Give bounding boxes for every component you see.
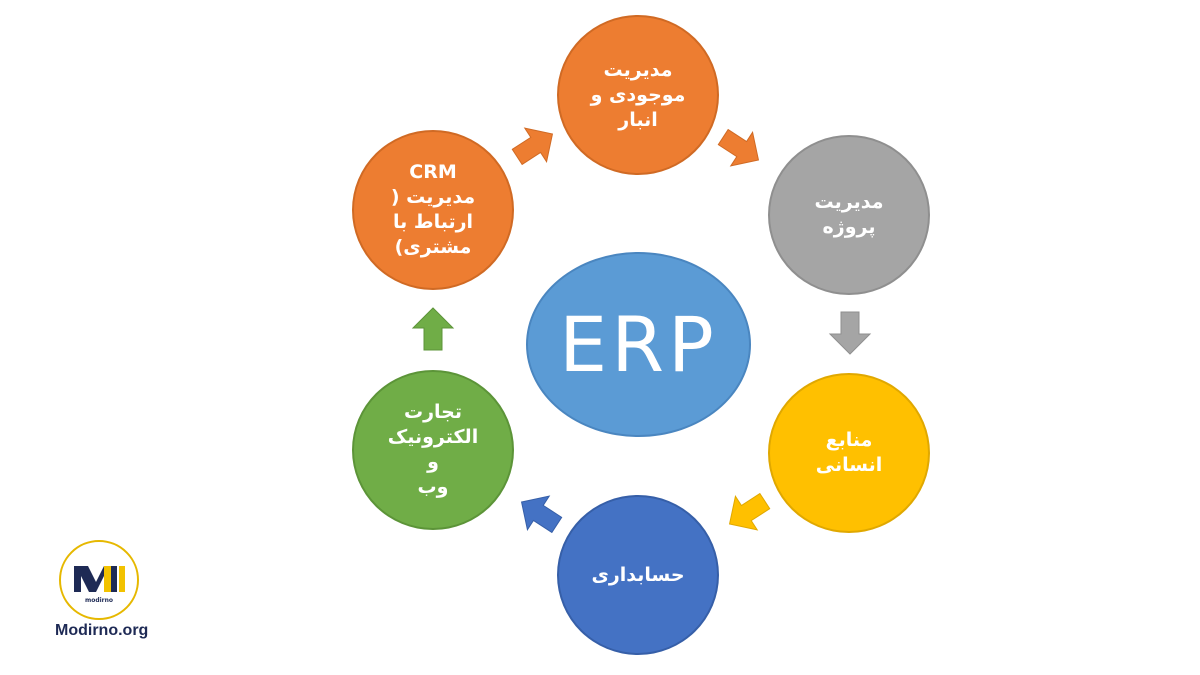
module-accounting-label: حسابداری: [591, 563, 685, 586]
modirno-logo[interactable]: modirno Modirno.org: [55, 540, 155, 645]
module-ecommerce: تجارت الکترونیک و وب: [352, 370, 514, 530]
erp-center-label: ERP: [559, 299, 718, 389]
module-hr: منابع انسانی: [768, 373, 930, 533]
arrow-hr-to-accounting: [728, 492, 771, 531]
arrow-crm-to-inventory: [511, 127, 554, 166]
arrow-project-to-hr: [828, 311, 872, 355]
arrow-ecommerce-to-crm: [411, 307, 455, 351]
module-inventory: مدیریت موجودی و انبار: [557, 15, 719, 175]
site-name[interactable]: Modirno.org: [55, 622, 149, 639]
module-project-label: مدیریت پروژه: [814, 191, 884, 238]
arrow-inventory-to-project: [717, 128, 760, 167]
module-project: مدیریت پروژه: [768, 135, 930, 295]
module-ecommerce-label: تجارت الکترونیک و وب: [387, 401, 479, 498]
module-inventory-label: مدیریت موجودی و انبار: [590, 58, 686, 131]
module-crm: CRM مدیریت ( ارتباط با مشتری): [352, 130, 514, 290]
erp-center-node: ERP: [526, 252, 751, 437]
module-hr-label: منابع انسانی: [815, 429, 883, 476]
modirno-logo-icon: modirno: [74, 566, 125, 604]
logo-wordmark: modirno: [85, 597, 113, 604]
module-accounting: حسابداری: [557, 495, 719, 655]
logo-badge: modirno: [59, 540, 139, 620]
module-crm-label: CRM مدیریت ( ارتباط با مشتری): [390, 161, 476, 258]
arrow-accounting-to-ecommerce: [520, 495, 563, 534]
